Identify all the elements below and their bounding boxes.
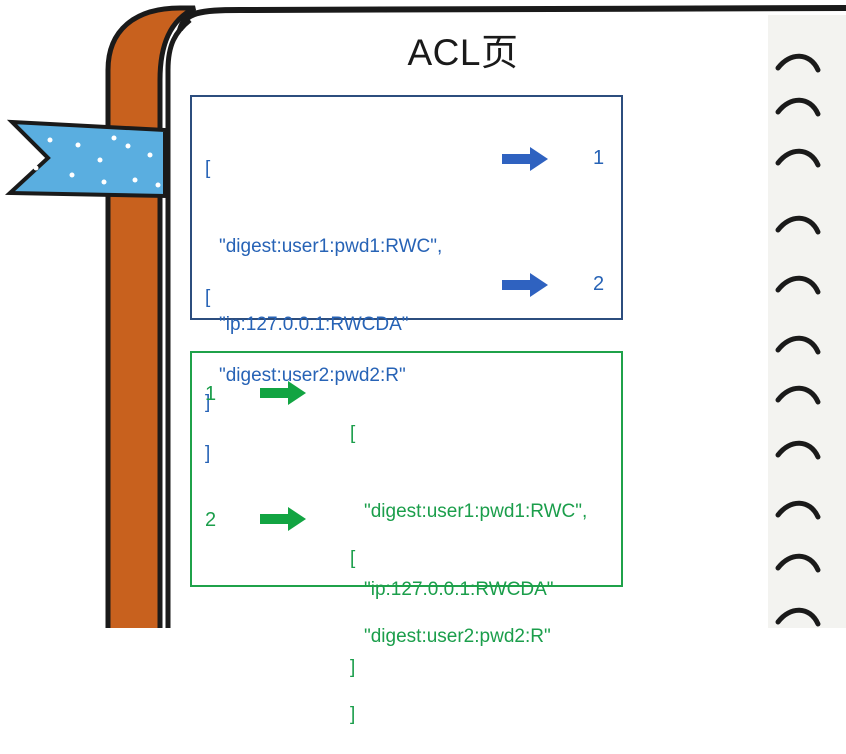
acl-entry-1-line: ] — [205, 392, 211, 413]
notebook-binding — [108, 8, 195, 628]
acl-entry-2-line: "digest:user2:pwd2:R" — [219, 365, 406, 386]
acl-entry-2-line: ] — [205, 443, 211, 464]
map-entry-2: [ "digest:user2:pwd2:R" ] — [350, 494, 551, 754]
right-arrow-icon — [260, 507, 306, 531]
right-arrow-icon — [502, 147, 548, 171]
acl-id-1: 1 — [593, 147, 605, 169]
acl-entry-1-line: "digest:user1:pwd1:RWC", — [219, 236, 443, 257]
acl-id-2: 2 — [593, 273, 605, 295]
right-arrow-icon — [502, 273, 548, 297]
id-to-acl-box — [190, 351, 623, 587]
notebook-background — [4, 5, 846, 628]
right-arrow-icon — [260, 381, 306, 405]
acl-entry-2-line: [ — [205, 287, 211, 308]
map-entry-1-line: [ — [350, 423, 356, 444]
acl-entry-2: [ "digest:user2:pwd2:R" ] — [205, 233, 406, 493]
acl-entry-1: [ "digest:user1:pwd1:RWC", "ip:127.0.0.1… — [205, 104, 442, 442]
acl-to-id-box — [190, 95, 623, 320]
page-edge-strip — [768, 15, 846, 628]
map-id-2: 2 — [205, 509, 217, 531]
map-entry-1: [ "digest:user1:pwd1:RWC", "ip:127.0.0.1… — [350, 369, 587, 707]
map-entry-2-line: [ — [350, 548, 356, 569]
map-entry-1-line: "digest:user1:pwd1:RWC", — [364, 501, 588, 522]
spiral-rings — [775, 53, 821, 627]
ribbon-bookmark — [4, 119, 167, 199]
map-entry-1-line: "ip:127.0.0.1:RWCDA" — [364, 579, 554, 600]
map-id-1: 1 — [205, 383, 217, 405]
page-title: ACL页 — [407, 32, 519, 73]
acl-entry-1-line: "ip:127.0.0.1:RWCDA" — [219, 314, 409, 335]
acl-entry-1-line: [ — [205, 158, 211, 179]
map-entry-2-line: ] — [350, 704, 356, 725]
